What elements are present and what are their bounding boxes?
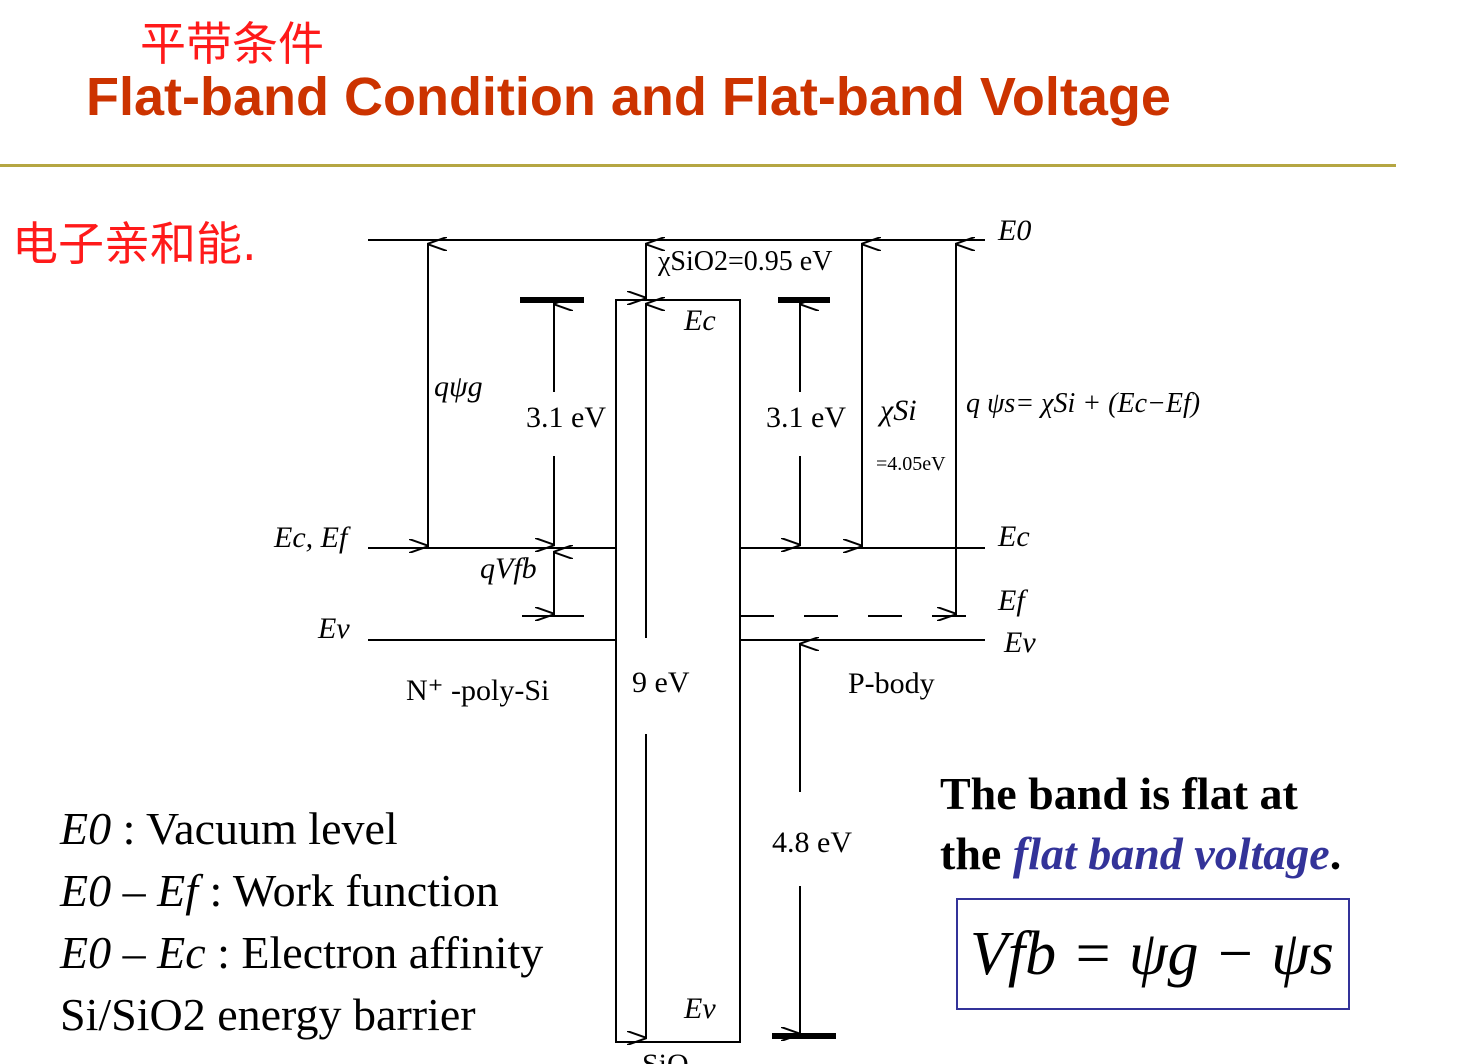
- legend-term: E0: [60, 803, 112, 854]
- statement-line-2: the flat band voltage.: [940, 824, 1341, 884]
- legend-item: E0 – Ec : Electron affinity: [60, 922, 543, 984]
- formula-text: Vfb = ψg − ψs: [970, 919, 1334, 988]
- left-region-label: N⁺ -poly-Si: [406, 674, 549, 707]
- legend-text: : Electron affinity: [205, 927, 544, 978]
- legend-item: Si/SiO2 energy barrier: [60, 984, 543, 1046]
- chi-sio2-label: χSiO2=0.95 eV: [657, 246, 832, 277]
- legend-term: E0 – Ef: [60, 865, 198, 916]
- statement-line-1: The band is flat at: [940, 768, 1298, 819]
- q-psi-g-label: qψg: [434, 370, 483, 403]
- handwritten-title-note: 平带条件: [140, 17, 324, 71]
- page-title: Flat-band Condition and Flat-band Voltag…: [86, 67, 1171, 127]
- handwritten-side-note: 电子亲和能.: [12, 217, 257, 271]
- statement-prefix: the: [940, 828, 1013, 879]
- flat-band-statement: The band is flat at the flat band voltag…: [940, 764, 1341, 884]
- legend-item: E0 : Vacuum level: [60, 798, 543, 860]
- statement-suffix: .: [1329, 828, 1342, 879]
- q-psi-s-label: q ψs= χSi + (Ec−Ef): [966, 388, 1200, 419]
- right-region-label: P-body: [848, 667, 935, 700]
- left-ev-label: Ev: [317, 612, 350, 645]
- statement-highlight: flat band voltage: [1012, 828, 1330, 879]
- left-ec-ef-label: Ec, Ef: [273, 521, 351, 554]
- right-ec-label: Ec: [997, 520, 1030, 553]
- legend-item: E0 – Ef : Work function: [60, 860, 543, 922]
- right-ef-label: Ef: [997, 584, 1028, 617]
- right-gap-label: 3.1 eV: [766, 401, 846, 434]
- oxide-gap-label: 9 eV: [632, 666, 690, 699]
- right-ev-label: Ev: [1003, 626, 1036, 659]
- left-gap-label: 3.1 eV: [526, 401, 606, 434]
- valence-offset-label: 4.8 eV: [772, 826, 852, 859]
- flat-band-formula: Vfb = ψg − ψs: [956, 898, 1350, 1010]
- legend: E0 : Vacuum level E0 – Ef : Work functio…: [60, 798, 543, 1046]
- title-divider: [0, 164, 1396, 167]
- oxide-region-label: SiO₂: [642, 1048, 699, 1064]
- legend-text: : Work function: [197, 865, 499, 916]
- q-vfb-label: qVfb: [480, 552, 537, 585]
- legend-text: Si/SiO2 energy barrier: [60, 989, 476, 1040]
- legend-term: E0 – Ec: [60, 927, 206, 978]
- oxide-ev-label: Ev: [683, 992, 716, 1025]
- legend-text: : Vacuum level: [111, 803, 398, 854]
- chi-si-value-label: =4.05eV: [876, 453, 946, 475]
- e0-label: E0: [997, 214, 1031, 247]
- oxide-box: [615, 299, 741, 1043]
- oxide-ec-label: Ec: [683, 304, 716, 337]
- chi-si-label: χSi: [877, 394, 917, 427]
